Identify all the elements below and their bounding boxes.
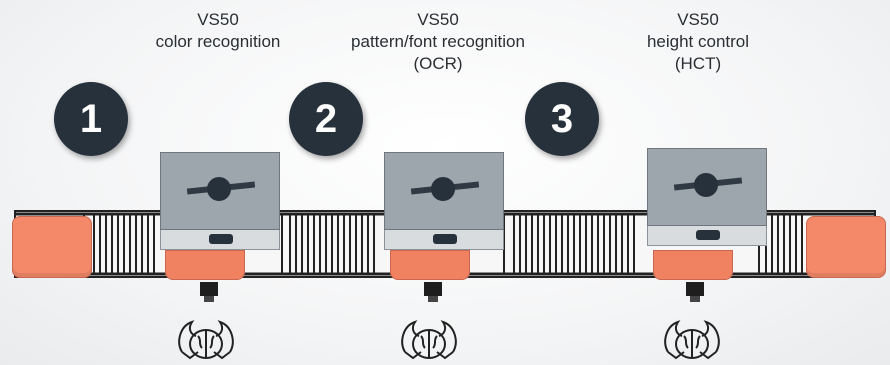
connector-icon xyxy=(209,234,233,244)
step-2-badge: 2 xyxy=(289,82,363,156)
camera-body xyxy=(160,152,280,230)
station-2-function-sub: (OCR) xyxy=(413,54,463,73)
camera-station-3 xyxy=(647,148,767,246)
camera-body xyxy=(647,148,767,226)
brain-inspection-icon xyxy=(401,320,457,360)
step-3-badge: 3 xyxy=(525,82,599,156)
station-3-label: VS50 height control (HCT) xyxy=(578,9,818,75)
brain-inspection-icon xyxy=(664,320,720,360)
brain-inspection-icon xyxy=(178,320,234,360)
station-1-function: color recognition xyxy=(155,32,281,51)
sensor-icon xyxy=(200,282,218,302)
camera-body xyxy=(384,152,504,230)
product-station-3 xyxy=(653,250,733,280)
sensor-icon xyxy=(424,282,442,302)
camera-station-2 xyxy=(384,152,504,250)
station-3-model: VS50 xyxy=(677,10,719,29)
station-2-function: pattern/font recognition xyxy=(351,32,525,51)
camera-lens-icon xyxy=(207,177,231,201)
product-left xyxy=(12,216,92,278)
product-station-1 xyxy=(165,250,245,280)
station-1-label: VS50 color recognition xyxy=(98,9,338,53)
station-3-function: height control xyxy=(646,32,750,51)
camera-lens-icon xyxy=(694,173,718,197)
station-2-label: VS50 pattern/font recognition (OCR) xyxy=(318,9,558,75)
connector-icon xyxy=(433,234,457,244)
camera-station-1 xyxy=(160,152,280,250)
station-3-function-sub: (HCT) xyxy=(674,54,722,73)
station-1-model: VS50 xyxy=(197,10,239,29)
step-1-badge: 1 xyxy=(54,82,128,156)
camera-lens-icon xyxy=(431,177,455,201)
sensor-icon xyxy=(686,282,704,302)
product-station-2 xyxy=(390,250,470,280)
station-2-model: VS50 xyxy=(417,10,459,29)
connector-icon xyxy=(696,230,720,240)
product-right xyxy=(806,216,886,278)
